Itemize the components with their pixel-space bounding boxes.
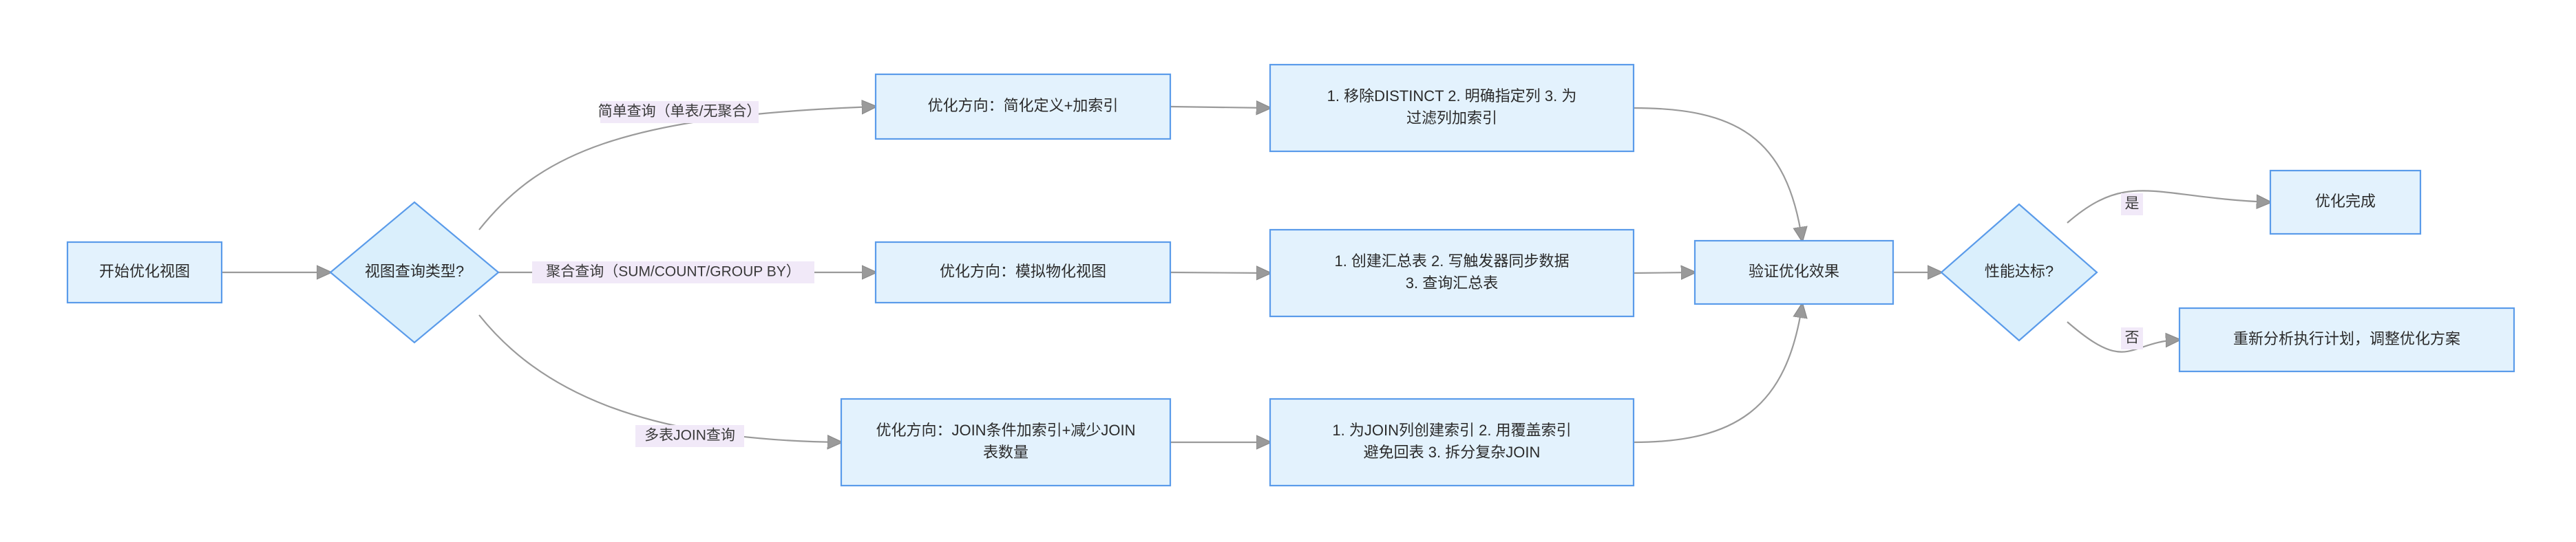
node-label: 重新分析执行计划，调整优化方案 — [2233, 330, 2460, 347]
node-shape-rect — [1269, 398, 1635, 487]
edge-label-text: 否 — [2125, 330, 2140, 346]
node-shape-rect — [1269, 63, 1635, 153]
node-join-direction[interactable]: 优化方向：JOIN条件加索引+减少JOIN 表数量 — [840, 398, 1172, 487]
edge-simple-direction-to-simple-steps — [1170, 107, 1270, 108]
edge-label-e13: 否 — [2121, 327, 2143, 349]
edge-label-background — [532, 261, 814, 283]
node-label: 避免回表 3. 拆分复杂JOIN — [1364, 444, 1541, 461]
node-simple-direction[interactable]: 优化方向：简化定义+加索引 — [874, 73, 1172, 140]
edge-label-background — [2121, 193, 2143, 215]
node-shape-diamond — [329, 201, 500, 344]
edge-join-steps-to-verify — [1633, 304, 1802, 444]
node-label: 3. 查询汇总表 — [1406, 274, 1498, 292]
edge-query-type-to-join-direction — [478, 314, 841, 442]
node-label: 开始优化视图 — [99, 263, 190, 280]
node-label: 1. 移除DISTINCT 2. 明确指定列 3. 为 — [1327, 87, 1577, 105]
node-label: 过滤列加索引 — [1406, 109, 1497, 127]
edge-label-background — [2121, 327, 2143, 349]
edge-agg-direction-to-agg-steps — [1170, 272, 1270, 273]
node-label: 1. 为JOIN列创建索引 2. 用覆盖索引 — [1332, 422, 1571, 439]
edge-label-text: 聚合查询（SUM/COUNT/GROUP BY） — [546, 264, 800, 280]
node-shape-rect — [1269, 228, 1635, 318]
node-label: 优化方向：JOIN条件加索引+减少JOIN — [876, 422, 1135, 439]
node-shape-diamond — [1940, 203, 2098, 342]
node-label: 表数量 — [983, 444, 1028, 461]
node-start[interactable]: 开始优化视图 — [66, 241, 223, 304]
edge-label-e12: 是 — [2121, 193, 2143, 215]
edge-query-type-to-simple-direction — [478, 107, 876, 230]
node-shape-rect — [1693, 239, 1894, 305]
edge-label-text: 简单查询（单表/无聚合） — [598, 104, 761, 120]
edge-label-e6: 多表JOIN查询 — [635, 425, 744, 447]
edge-agg-steps-to-verify — [1633, 272, 1695, 273]
edge-perf-ok-to-done — [2067, 190, 2270, 224]
node-agg-direction[interactable]: 优化方向：模拟物化视图 — [874, 241, 1172, 304]
edge-perf-ok-to-replan — [2067, 321, 2179, 353]
node-shape-rect — [2269, 169, 2422, 235]
nodes-layer: 开始优化视图 视图查询类型? 优化方向：简化定义+加索引 1. 移除DISTINCT … — [66, 63, 2515, 487]
node-query-type[interactable]: 视图查询类型? — [329, 201, 500, 344]
node-label: 优化方向：模拟物化视图 — [940, 263, 1106, 280]
node-shape-rect — [874, 241, 1172, 304]
edge-labels-layer: 简单查询（单表/无聚合） 聚合查询（SUM/COUNT/GROUP BY） 多表JO… — [532, 101, 2143, 447]
node-label: 优化完成 — [2315, 193, 2376, 210]
node-label: 1. 创建汇总表 2. 写触发器同步数据 — [1334, 252, 1569, 270]
node-shape-rect — [840, 398, 1172, 487]
edge-label-text: 多表JOIN查询 — [644, 428, 735, 444]
node-label: 验证优化效果 — [1749, 263, 1839, 280]
node-replan[interactable]: 重新分析执行计划，调整优化方案 — [2178, 307, 2515, 373]
node-shape-rect — [66, 241, 223, 304]
node-shape-rect — [2178, 307, 2515, 373]
node-label: 优化方向：简化定义+加索引 — [928, 97, 1119, 114]
node-done[interactable]: 优化完成 — [2269, 169, 2422, 235]
node-agg-steps[interactable]: 1. 创建汇总表 2. 写触发器同步数据 3. 查询汇总表 — [1269, 228, 1635, 318]
node-verify[interactable]: 验证优化效果 — [1693, 239, 1894, 305]
edge-label-e4: 聚合查询（SUM/COUNT/GROUP BY） — [532, 261, 814, 283]
node-perf-ok[interactable]: 性能达标? — [1940, 203, 2098, 342]
node-label: 性能达标? — [1985, 263, 2054, 280]
edge-label-e2: 简单查询（单表/无聚合） — [598, 101, 761, 123]
node-shape-rect — [874, 73, 1172, 140]
edge-label-background — [635, 425, 744, 447]
edge-label-text: 是 — [2125, 196, 2140, 212]
node-label: 视图查询类型? — [365, 263, 464, 280]
edge-simple-steps-to-verify — [1633, 107, 1802, 241]
edge-label-background — [600, 101, 759, 123]
